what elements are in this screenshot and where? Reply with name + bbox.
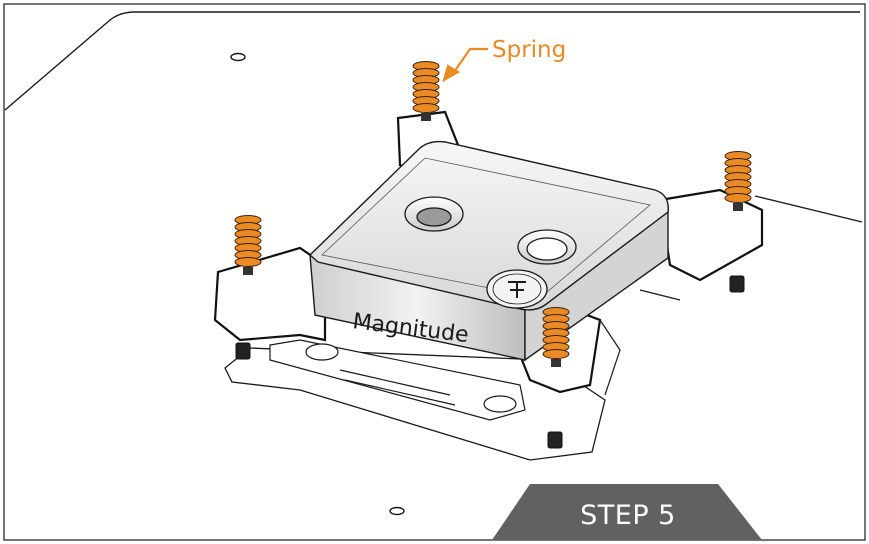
spring-left [234, 215, 262, 275]
outlet-port [517, 229, 577, 265]
screw-shaft [243, 267, 253, 275]
screw-shaft [551, 359, 561, 367]
spring-back [412, 61, 440, 121]
screw-shaft [733, 203, 743, 211]
spring-callout-label: Spring [492, 37, 566, 63]
spring-coil [724, 193, 752, 203]
spring-coil [542, 349, 570, 359]
spring-front [542, 307, 570, 367]
spring-coil [412, 103, 440, 113]
spring-coil [234, 257, 262, 267]
springs-group [234, 61, 752, 367]
inlet-port [404, 196, 464, 232]
step-label: STEP 5 [580, 500, 676, 531]
spring-right [724, 151, 752, 211]
step-badge: STEP 5 [492, 484, 762, 540]
motherboard-plate [4, 11, 863, 516]
standoffs [235, 275, 745, 449]
screw-shaft [421, 113, 431, 121]
frame-border [3, 3, 866, 541]
logo-badge [486, 269, 548, 309]
retention-mechanism [269, 289, 681, 421]
spring-callout-arrow [442, 47, 488, 83]
